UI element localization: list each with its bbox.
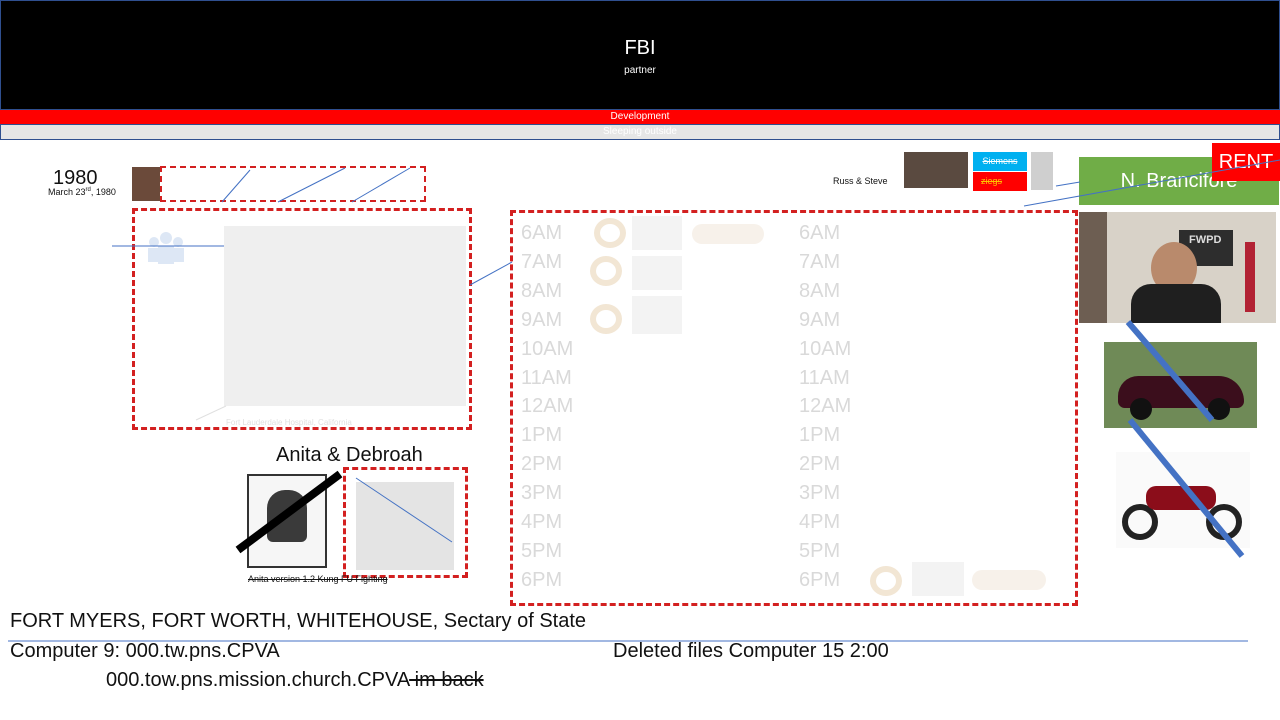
schedule-time-label: 10AM: [799, 337, 852, 360]
motorcycle-photo: [1116, 452, 1250, 548]
schedule-time-label: 9AM: [799, 308, 841, 331]
schedule-time-label: 12AM: [521, 395, 574, 418]
development-bar: Development: [0, 110, 1280, 124]
schedule-time-label: 7AM: [799, 250, 841, 273]
bottle-icon: [692, 224, 764, 244]
schedule-time-label: 8AM: [521, 279, 563, 302]
header-banner: [0, 0, 1280, 110]
child-portrait: [132, 167, 160, 201]
bottle-icon: [972, 570, 1046, 590]
schedule-time-label: 4PM: [799, 511, 841, 533]
deleted-files-line: Deleted files Computer 15 2:00: [613, 640, 889, 662]
debroah-photo: [356, 482, 454, 570]
building-photo: [224, 226, 466, 406]
header-title: FBI: [624, 37, 656, 59]
schedule-time-label: 12AM: [799, 395, 852, 418]
small-person-photo: [1031, 152, 1053, 190]
baby-photo: [632, 296, 682, 334]
baby-photo: [632, 256, 682, 290]
schedule-time-label: 2PM: [799, 453, 841, 476]
siemens-badge: Siemens: [973, 152, 1027, 171]
mission-church-text: 000.tow.pns.mission.church.CPVA: [106, 669, 410, 691]
schedule-time-label: 9AM: [521, 308, 563, 331]
locations-line: FORT MYERS, FORT WORTH, WHITEHOUSE, Sect…: [10, 610, 587, 632]
schedule-time-label: 11AM: [799, 366, 850, 389]
pacifier-icon: [590, 256, 622, 286]
schedule-time-label: 2PM: [521, 453, 563, 476]
baby-photo: [632, 216, 682, 250]
schedule-time-label: 3PM: [799, 482, 841, 505]
ziegs-badge: ziegs: [973, 172, 1027, 191]
pacifier-icon: [590, 304, 622, 334]
mission-church-line: 000.tow.pns.mission.church.CPVA im back: [106, 669, 484, 692]
schedule-time-label: 11AM: [521, 366, 572, 389]
baby-photo: [912, 562, 964, 596]
schedule-time-label: 1PM: [521, 424, 563, 447]
pacifier-icon: [870, 566, 902, 596]
year-label: 1980: [53, 167, 98, 189]
schedule-frame: [510, 210, 1078, 606]
im-back-strike: im back: [409, 669, 484, 691]
sleeping-outside-bar: Sleeping outside: [0, 124, 1280, 140]
building-caption: Fort Lauderdale Hospital, California: [226, 418, 352, 427]
top-image-strip: [160, 166, 426, 202]
pacifier-icon: [594, 218, 626, 248]
schedule-time-label: 6AM: [521, 222, 563, 244]
anita-version-caption: Anita version 1.2 Kung FU Fighting: [248, 574, 388, 584]
schedule-time-label: 6AM: [799, 222, 841, 244]
officer-photo: FWPD: [1079, 212, 1276, 323]
schedule-time-label: 5PM: [521, 539, 563, 562]
schedule-time-label: 6PM: [521, 568, 563, 591]
computer-9-line: Computer 9: 000.tw.pns.CPVA: [10, 640, 280, 662]
schedule-time-label: 1PM: [799, 424, 841, 447]
schedule-time-label: 3PM: [521, 482, 563, 505]
russ-steve-photo: [904, 152, 968, 188]
schedule-time-label: 8AM: [799, 279, 841, 302]
date-label: March 23rd, 1980: [48, 187, 116, 197]
header-subtitle: partner: [624, 65, 656, 76]
schedule-time-label: 7AM: [521, 250, 563, 273]
people-group-icon: [146, 228, 186, 266]
schedule-time-label: 5PM: [799, 539, 841, 562]
schedule-time-label: 6PM: [799, 568, 841, 591]
anita-debroah-label: Anita & Debroah: [276, 444, 423, 466]
debroah-photo-frame: [343, 467, 468, 578]
schedule-time-label: 4PM: [521, 511, 563, 533]
russ-steve-label: Russ & Steve: [833, 176, 888, 186]
building-photo-frame: [132, 208, 472, 430]
schedule-time-label: 10AM: [521, 337, 574, 360]
car-photo: [1104, 342, 1257, 428]
fwpd-sign: FWPD: [1189, 234, 1222, 246]
